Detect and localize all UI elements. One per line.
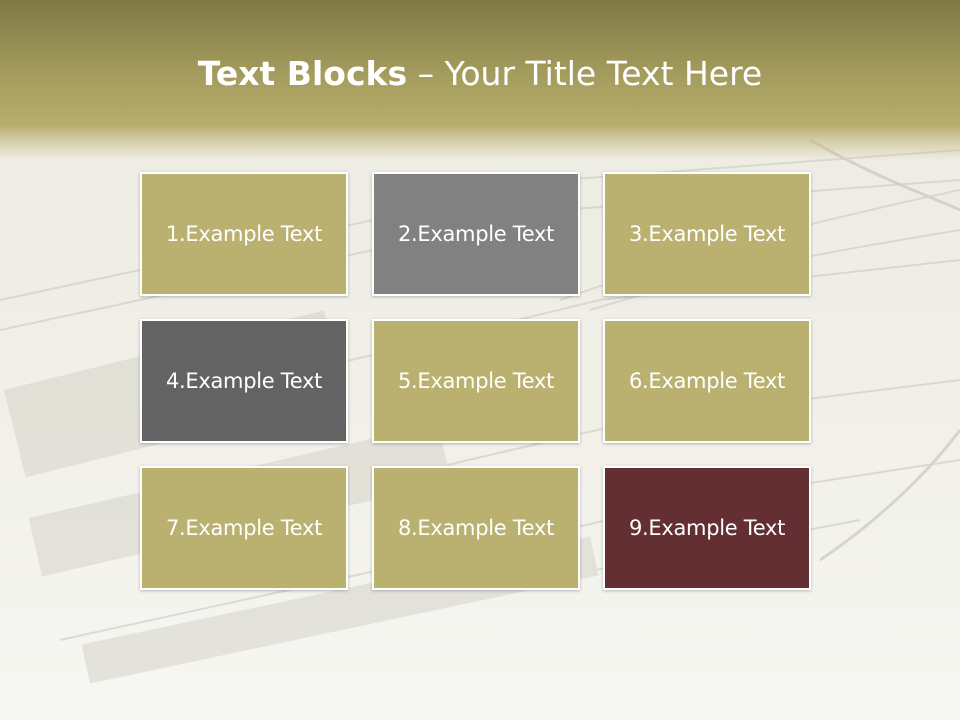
text-block-6[interactable]: 6.Example Text: [603, 319, 811, 443]
slide-title-dash: –: [407, 54, 445, 93]
text-block-2[interactable]: 2.Example Text: [372, 172, 580, 296]
text-block-3[interactable]: 3.Example Text: [603, 172, 811, 296]
text-block-5[interactable]: 5.Example Text: [372, 319, 580, 443]
slide-title: Text Blocks – Your Title Text Here: [0, 52, 960, 96]
title-bar: [0, 0, 960, 160]
slide-title-bold: Text Blocks: [197, 54, 408, 93]
text-block-7[interactable]: 7.Example Text: [140, 466, 348, 590]
text-block-4[interactable]: 4.Example Text: [140, 319, 348, 443]
text-block-8[interactable]: 8.Example Text: [372, 466, 580, 590]
text-block-1[interactable]: 1.Example Text: [140, 172, 348, 296]
text-block-9[interactable]: 9.Example Text: [603, 466, 811, 590]
slide-title-rest: Your Title Text Here: [444, 54, 763, 93]
